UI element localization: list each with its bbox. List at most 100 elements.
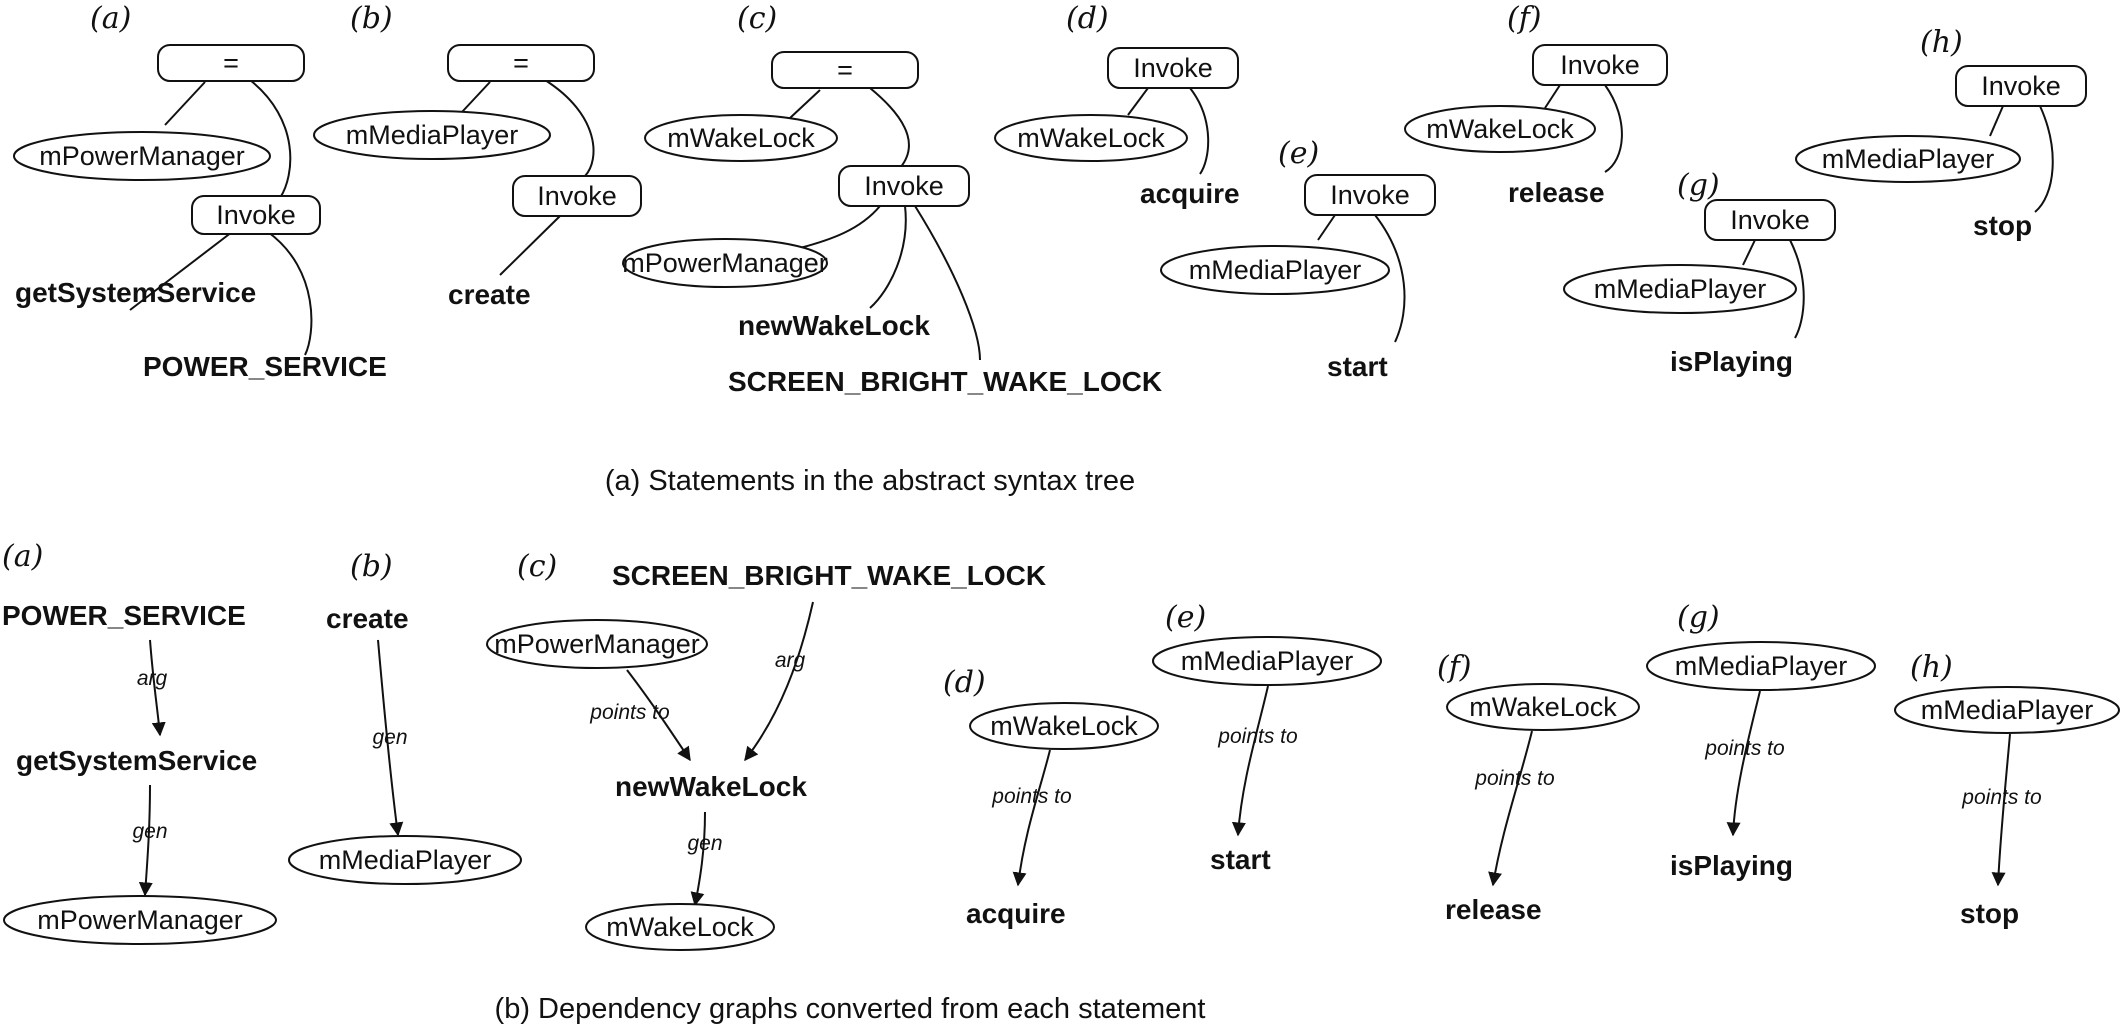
ast-c-edge-left: [789, 89, 821, 119]
bottom-caption: (b) Dependency graphs converted from eac…: [495, 993, 1206, 1025]
ast-f-edge-receiver: [1544, 84, 1561, 109]
dep-e-n1: mMediaPlayer: [1181, 646, 1354, 676]
ast-c-left-node: [644, 114, 838, 162]
dep-c-n-arg: SCREEN_BRIGHT_WAKE_LOCK: [612, 560, 1046, 591]
ast-g: (g) Invoke mMediaPlayer isPlaying: [1563, 168, 1836, 377]
dep-c-n-method: newWakeLock: [615, 771, 807, 802]
dep-h-n1: mMediaPlayer: [1921, 695, 2094, 725]
dep-c-e-recv: points to: [589, 701, 670, 724]
dep-f-arrow-1: [1488, 730, 1533, 887]
ast-d-edge-receiver: [1127, 87, 1149, 116]
ast-f-letter: (f): [1507, 1, 1542, 36]
ast-f-invoke-node: [1532, 44, 1668, 86]
dep-e-n1-node: [1152, 636, 1382, 686]
ast-a-edge-left: [164, 81, 206, 126]
ast-a-arg: POWER_SERVICE: [143, 351, 387, 382]
ast-c-letter: (c): [737, 1, 777, 36]
dep-b-e1: gen: [372, 726, 407, 749]
ast-e: (e) Invoke mMediaPlayer start: [1160, 136, 1436, 382]
ast-a-assign-node: [157, 44, 305, 82]
ast-b-edge-invoke: [544, 79, 595, 177]
ast-d-letter: (d): [1066, 1, 1109, 36]
dep-g: (g) mMediaPlayer points to isPlaying: [1646, 600, 1876, 881]
ast-d-receiver-node: [994, 114, 1188, 162]
ast-b-letter: (b): [350, 1, 393, 36]
dep-a: (a) POWER_SERVICE arg getSystemService g…: [2, 539, 277, 945]
ast-e-invoke-node: [1304, 174, 1436, 216]
ast-e-receiver-node: [1160, 245, 1390, 295]
ast-f-method: release: [1508, 177, 1605, 208]
dep-a-arrow-1: [149, 639, 166, 737]
ast-d: (d) Invoke mWakeLock acquire: [994, 1, 1240, 209]
ast-b-left-node: [313, 110, 551, 160]
ast-a-edge-invoke: [249, 79, 292, 199]
dep-d-n2: acquire: [966, 898, 1066, 929]
ast-g-receiver-node: [1563, 264, 1797, 314]
dep-b-letter: (b): [350, 549, 393, 584]
dep-a-n2: getSystemService: [16, 745, 257, 776]
ast-h-receiver-label: mMediaPlayer: [1822, 144, 1995, 174]
dep-b-arrow-1: [377, 639, 404, 837]
ast-h-invoke-label: Invoke: [1981, 71, 2061, 101]
dep-e-e1: points to: [1217, 725, 1298, 748]
dep-d: (d) mWakeLock points to acquire: [943, 665, 1159, 929]
ast-f: (f) Invoke mWakeLock release: [1404, 1, 1668, 208]
ast-c-edge-arg: [914, 205, 981, 361]
ast-a-left-node: [13, 131, 271, 181]
ast-b-left-label: mMediaPlayer: [346, 120, 519, 150]
ast-e-method: start: [1327, 351, 1388, 382]
dep-d-e1: points to: [991, 785, 1072, 808]
dep-c-e-gen: gen: [687, 832, 722, 855]
dep-b: (b) create gen mMediaPlayer: [288, 549, 522, 885]
dep-a-letter: (a): [2, 539, 43, 574]
dep-e-arrow-1: [1231, 685, 1269, 837]
ast-a: (a) = mPowerManager Invoke getSystemServ…: [13, 1, 387, 382]
top-caption: (a) Statements in the abstract syntax tr…: [605, 465, 1135, 497]
ast-c-arg: SCREEN_BRIGHT_WAKE_LOCK: [728, 366, 1162, 397]
dep-g-n2: isPlaying: [1670, 850, 1793, 881]
ast-a-edge-method: [129, 231, 233, 311]
ast-c-method: newWakeLock: [738, 310, 930, 341]
ast-c-invoke-node: [838, 165, 970, 207]
dep-a-e1: arg: [137, 667, 168, 690]
ast-g-invoke-node: [1704, 199, 1836, 241]
dep-a-n3: mPowerManager: [37, 905, 243, 935]
dep-c-n-recv: mPowerManager: [494, 629, 700, 659]
dep-h-letter: (h): [1910, 650, 1953, 685]
dep-d-n1-node: [969, 702, 1159, 750]
ast-panel: (a) = mPowerManager Invoke getSystemServ…: [13, 1, 2087, 497]
ast-e-edge-receiver: [1317, 214, 1336, 241]
ast-d-method: acquire: [1140, 178, 1240, 209]
ast-d-invoke-node: [1107, 47, 1239, 89]
ast-d-receiver-label: mWakeLock: [1017, 123, 1165, 153]
ast-g-edge-receiver: [1742, 239, 1756, 266]
ast-f-edge-method: [1604, 84, 1623, 173]
ast-e-letter: (e): [1278, 136, 1319, 171]
dep-d-arrow-1: [1012, 749, 1051, 887]
dep-b-n2-node: [288, 835, 522, 885]
dep-h-arrow-1: [1991, 733, 2011, 887]
ast-h-edge-method: [2034, 105, 2054, 213]
dep-g-n1: mMediaPlayer: [1675, 651, 1848, 681]
ast-g-letter: (g): [1677, 168, 1720, 203]
ast-c: (c) = mWakeLock Invoke mPowerManager new…: [622, 1, 1162, 397]
dep-c-letter: (c): [517, 549, 557, 584]
ast-h: (h) Invoke mMediaPlayer stop: [1795, 25, 2087, 241]
dep-d-n1: mWakeLock: [990, 711, 1138, 741]
ast-e-edge-method: [1374, 214, 1406, 343]
dep-c-e-arg: arg: [775, 649, 806, 672]
ast-b-assign-label: =: [513, 48, 529, 78]
dep-e-letter: (e): [1165, 600, 1206, 635]
ast-c-left-label: mWakeLock: [667, 123, 815, 153]
ast-b-invoke-label: Invoke: [537, 181, 617, 211]
dep-c-n-out-node: [585, 903, 775, 951]
ast-a-invoke-node: [191, 195, 321, 235]
dep-a-n3-node: [3, 895, 277, 945]
dep-g-e1: points to: [1704, 737, 1785, 760]
ast-a-edge-arg: [267, 231, 313, 356]
ast-a-invoke-label: Invoke: [216, 200, 296, 230]
dep-c-n-recv-node: [486, 619, 708, 669]
ast-d-edge-method: [1189, 87, 1210, 175]
dep-f-n2: release: [1445, 894, 1542, 925]
ast-e-invoke-label: Invoke: [1330, 180, 1410, 210]
